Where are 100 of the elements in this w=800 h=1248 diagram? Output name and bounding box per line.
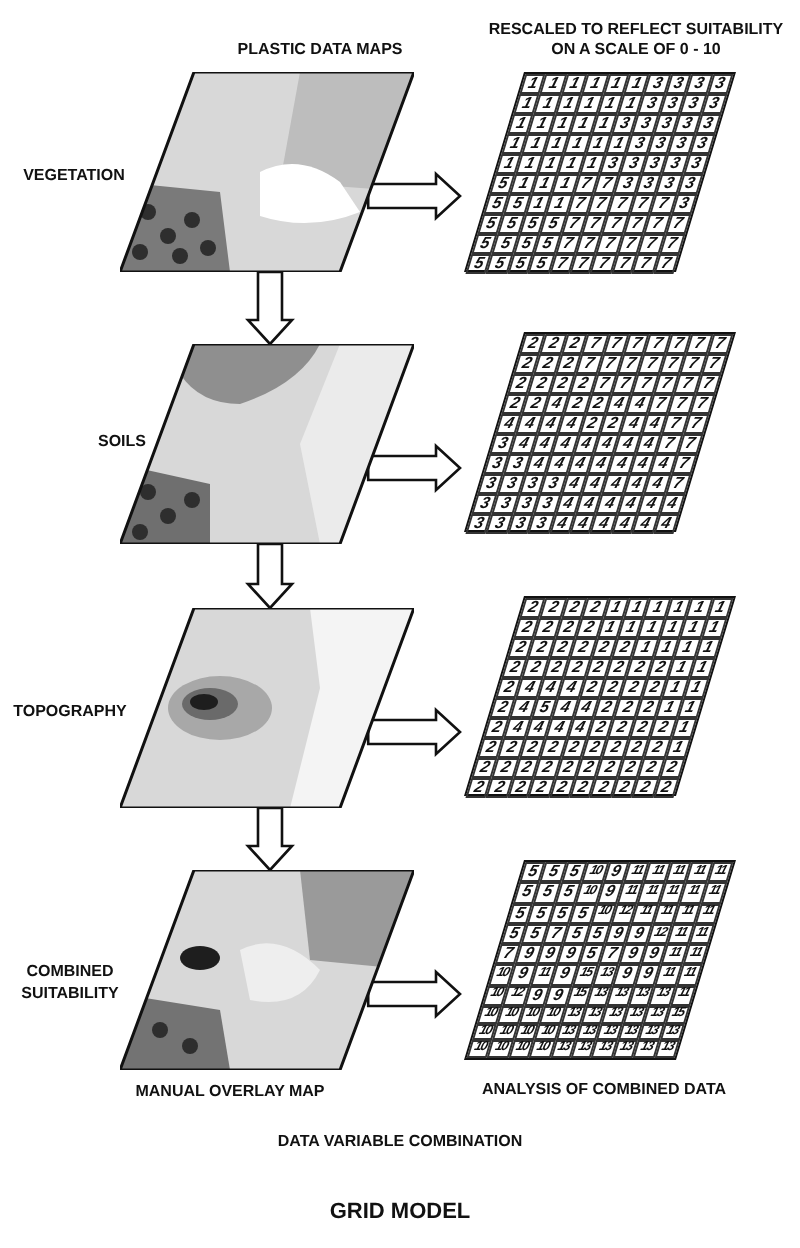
grid-cell: 1 — [665, 598, 692, 618]
grid-cell: 1 — [661, 678, 689, 698]
grid-cell: 1 — [676, 698, 704, 718]
grid-cell: 1 — [706, 598, 734, 618]
grid-cell: 9 — [625, 923, 653, 944]
grid-cell: 2 — [611, 638, 639, 658]
grid-cell: 7 — [676, 434, 704, 454]
grid-cell: 5 — [465, 254, 493, 274]
grid-cell: 2 — [555, 618, 582, 638]
grid-cell: 1 — [516, 154, 543, 174]
grid-cell: 2 — [652, 778, 680, 798]
grid-cell: 4 — [551, 698, 579, 718]
grid-cell: 1 — [602, 74, 630, 94]
grid-cell: 4 — [516, 678, 543, 698]
grid-cell: 3 — [694, 114, 722, 134]
grid-cell: 5 — [489, 174, 517, 194]
grid-cell: 4 — [504, 718, 531, 738]
grid-cell: 2 — [581, 738, 609, 758]
grid-cell: 3 — [685, 74, 713, 94]
grid-cell: 4 — [590, 514, 617, 534]
grid-cell: 4 — [560, 474, 588, 494]
grid-cell: 1 — [596, 94, 624, 114]
grid-cell: 9 — [596, 882, 624, 903]
grid-cell: 2 — [563, 394, 591, 414]
grid-cell: 7 — [598, 944, 626, 965]
grid-cell: 3 — [527, 514, 555, 534]
grid-cell: 1 — [531, 174, 558, 194]
grid-cell: 5 — [527, 903, 555, 924]
grid-cell: 4 — [525, 718, 552, 738]
grid-cell: 4 — [554, 494, 582, 514]
grid-cell: 7 — [658, 234, 686, 254]
grid-cell: 2 — [578, 414, 606, 434]
grid-cell: 4 — [516, 414, 543, 434]
grid-cell: 2 — [528, 374, 555, 394]
grid-cell: 7 — [611, 254, 638, 274]
grid-cell: 3 — [498, 474, 525, 494]
grid-cell: 1 — [575, 94, 603, 114]
grid-cell: 2 — [611, 778, 638, 798]
grid-cell: 1 — [664, 738, 692, 758]
grid-cell: 1 — [543, 134, 570, 154]
grid-cell: 2 — [540, 334, 567, 354]
grid-cell: 2 — [658, 758, 686, 778]
grid-cell: 1 — [685, 598, 713, 618]
grid-cell: 2 — [620, 678, 647, 698]
grid-cell: 3 — [632, 114, 659, 134]
grid-cell: 5 — [498, 214, 525, 234]
grid-cell: 2 — [626, 658, 653, 678]
grid-cell: 2 — [643, 738, 671, 758]
block-arrow — [366, 171, 462, 221]
grid-cell: 1 — [563, 134, 591, 154]
grid-cell: 5 — [563, 923, 591, 944]
grid-cell: 1 — [596, 618, 624, 638]
grid-cell: 2 — [501, 658, 529, 678]
layer-label: COMBINED SUITABILITY — [19, 960, 121, 1004]
grid-cell: 2 — [534, 354, 561, 374]
grid-cell: 1 — [584, 134, 612, 154]
grid-cell: 2 — [522, 394, 549, 414]
grid-cell: 7 — [572, 174, 600, 194]
grid-cell: 9 — [613, 964, 641, 985]
grid-cell: 4 — [652, 514, 680, 534]
grid-cell: 2 — [575, 618, 603, 638]
block-arrow — [366, 443, 462, 493]
grid-cell: 5 — [539, 214, 567, 234]
grid-cell: 2 — [629, 718, 656, 738]
grid-cell: 3 — [688, 134, 716, 154]
grid-cell: 9 — [536, 944, 564, 965]
grid-cell: 3 — [489, 434, 517, 454]
grid-cell: 3 — [647, 134, 674, 154]
grid-cell: 2 — [548, 778, 576, 798]
caption-text: MANUAL OVERLAY MAP — [133, 1082, 327, 1102]
grid-cell: 4 — [537, 414, 564, 434]
grid-cell: 2 — [527, 778, 555, 798]
grid-cell: 2 — [584, 394, 612, 414]
grid-cell: 2 — [584, 658, 612, 678]
grid-cell: 3 — [465, 514, 493, 534]
grid-cell: 3 — [682, 154, 710, 174]
block-arrow — [366, 707, 462, 757]
grid-cell: 4 — [635, 434, 662, 454]
grid-cell: 4 — [548, 514, 576, 534]
grid-cell: 7 — [569, 254, 597, 274]
grid-cell: 7 — [593, 174, 621, 194]
grid-cell: 5 — [492, 234, 519, 254]
grid-cell: 2 — [561, 598, 588, 618]
grid-cell: 7 — [581, 214, 609, 234]
grid-cell: 5 — [477, 214, 505, 234]
grid-cell: 3 — [620, 154, 647, 174]
grid-cell: 3 — [477, 474, 505, 494]
grid-cell: 4 — [608, 454, 635, 474]
grid-cell: 4 — [557, 678, 585, 698]
grid-cell: 2 — [605, 658, 633, 678]
grid-cell: 7 — [652, 254, 680, 274]
grid-cell: 5 — [500, 923, 528, 944]
grid-cell: 9 — [634, 964, 661, 985]
grid-cell: 3 — [676, 174, 704, 194]
layer-label: TOPOGRAPHY — [11, 700, 129, 722]
grid-cell: 4 — [641, 414, 668, 434]
grid-cell: 2 — [507, 778, 534, 798]
grid-cell: 3 — [539, 474, 567, 494]
grid-cell: 5 — [486, 254, 513, 274]
grid-cell: 3 — [641, 154, 668, 174]
